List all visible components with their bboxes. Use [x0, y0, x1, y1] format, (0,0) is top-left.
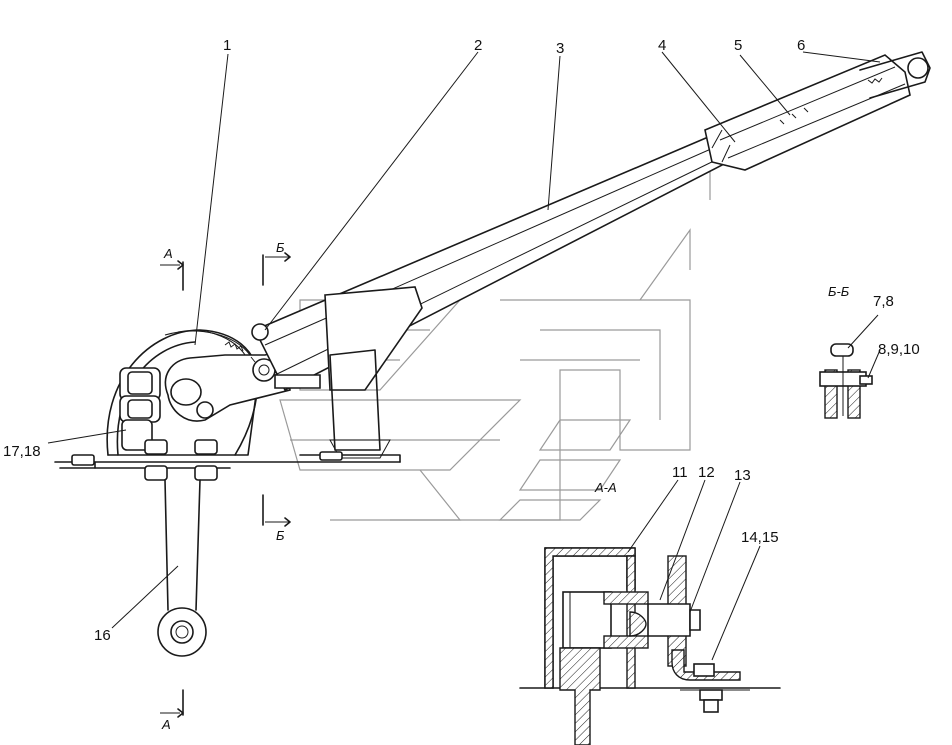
section-b-b-detail — [819, 343, 873, 419]
callout-8-9-10: 8,9,10 — [878, 341, 920, 358]
leader-lines — [47, 51, 881, 661]
section-cut-markers — [160, 252, 291, 718]
callout-6: 6 — [797, 37, 805, 54]
callout-7-8: 7,8 — [873, 293, 894, 310]
callout-5: 5 — [734, 37, 742, 54]
callout-3: 3 — [556, 40, 564, 57]
callout-labels: 1 2 3 4 5 6 7,8 8,9,10 11 12 13 14,15 16… — [3, 37, 920, 644]
callout-17-18: 17,18 — [3, 443, 41, 460]
callout-4: 4 — [658, 37, 666, 54]
callout-13: 13 — [734, 467, 751, 484]
callout-16: 16 — [94, 627, 111, 644]
section-mark-b-bottom: Б — [276, 528, 285, 543]
section-labels: А А Б Б Б-Б А-А — [161, 240, 850, 732]
callout-14-15: 14,15 — [741, 529, 779, 546]
section-a-a-detail — [519, 547, 781, 745]
callout-11: 11 — [672, 464, 688, 481]
callout-1: 1 — [223, 37, 231, 54]
view-title-section-bb: Б-Б — [828, 284, 850, 299]
section-mark-b-top: Б — [276, 240, 285, 255]
callout-12: 12 — [698, 464, 715, 481]
lever-assembly — [54, 51, 931, 657]
view-title-section-aa: А-А — [594, 480, 617, 495]
callout-2: 2 — [474, 37, 482, 54]
section-mark-a-bottom: А — [161, 717, 171, 732]
section-mark-a-top: А — [163, 246, 173, 261]
